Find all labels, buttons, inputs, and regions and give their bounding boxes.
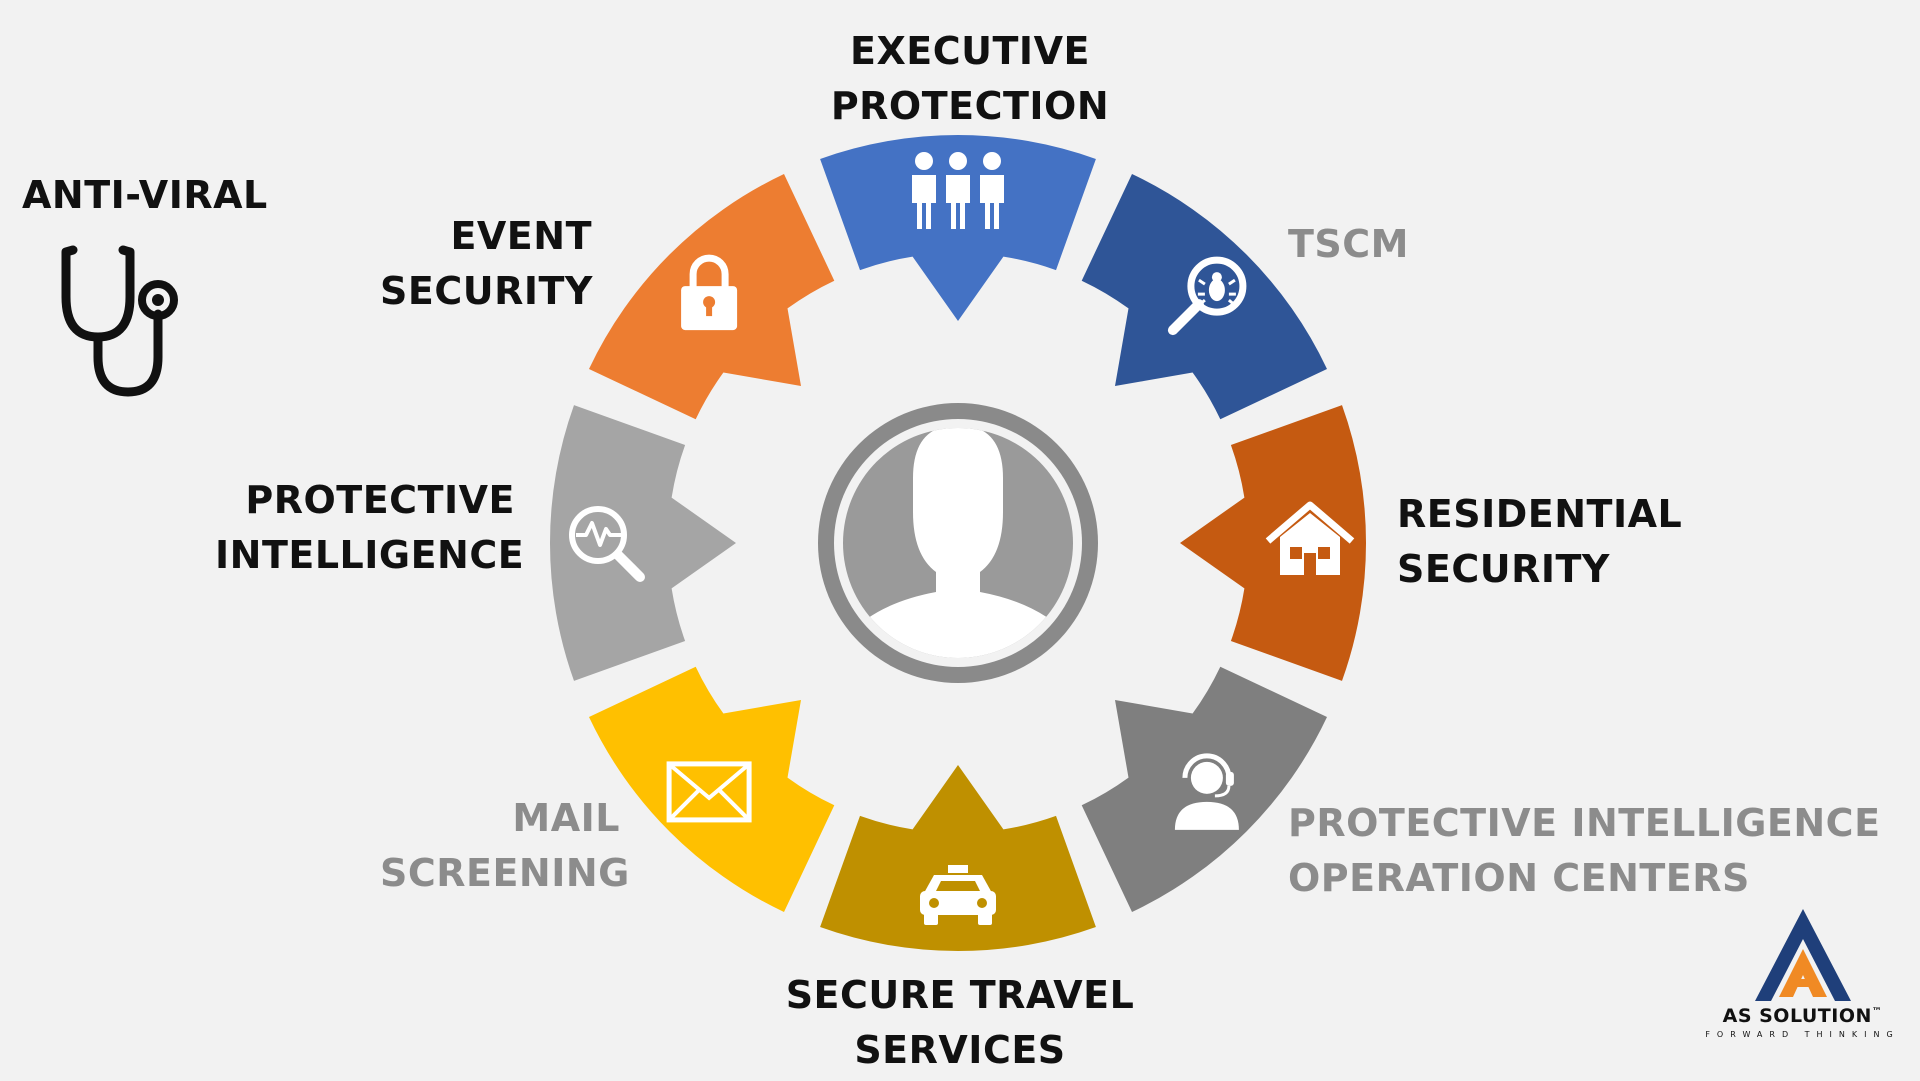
segment-shape — [1180, 405, 1367, 681]
label-line: SECURE TRAVEL — [785, 973, 1135, 1017]
label-event-security: EVENT SECURITY — [380, 209, 592, 319]
label-line: SECURITY — [380, 269, 593, 313]
label-line: RESIDENTIAL — [1397, 492, 1683, 536]
house-icon — [1265, 501, 1355, 575]
label-line: MAIL — [512, 796, 620, 840]
label-executive-protection: EXECUTIVE PROTECTION — [820, 24, 1120, 134]
segment-mail-screening — [589, 666, 835, 912]
segment-event-security — [589, 174, 835, 420]
segment-protective-intelligence — [549, 405, 736, 681]
label-mail-screening: MAIL SCREENING — [380, 791, 630, 901]
group-of-people-icon — [912, 152, 1004, 229]
label-line: PROTECTIVE INTELLIGENCE — [1288, 801, 1881, 845]
label-line: PROTECTIVE — [245, 478, 515, 522]
segment-executive-protection — [820, 134, 1096, 321]
segment-residential-security — [1180, 405, 1367, 681]
center-person — [818, 403, 1098, 683]
as-logo-mark-icon — [1754, 909, 1851, 1001]
segment-secure-travel-services — [820, 765, 1096, 952]
segment-shape — [820, 765, 1096, 952]
label-secure-travel-services: SECURE TRAVEL SERVICES — [780, 968, 1140, 1078]
label-line: SERVICES — [854, 1028, 1066, 1072]
padlock-icon — [681, 254, 738, 331]
logo-name: AS SOLUTION™ — [1695, 1005, 1910, 1027]
segment-tscm — [1081, 174, 1327, 420]
envelope-icon — [666, 761, 752, 823]
logo-name-text: AS SOLUTION — [1722, 1005, 1872, 1027]
segment-shape — [589, 666, 835, 912]
segment-shape — [549, 405, 736, 681]
label-anti-viral: ANTI-VIRAL — [22, 168, 268, 223]
person-silhouette-icon — [843, 428, 1073, 658]
logo-trademark: ™ — [1871, 1006, 1883, 1018]
label-line: PROTECTION — [830, 84, 1110, 128]
taxi-icon — [920, 865, 996, 925]
heartbeat-magnifier-icon — [569, 506, 645, 582]
label-protective-intelligence-operation-centers: PROTECTIVE INTELLIGENCE OPERATION CENTER… — [1288, 796, 1881, 906]
bug-magnifier-icon — [1167, 256, 1247, 336]
label-line: EVENT — [450, 214, 592, 258]
stethoscope-icon — [61, 245, 178, 397]
headset-operator-icon — [1174, 753, 1239, 830]
label-line: OPERATION CENTERS — [1288, 856, 1750, 900]
label-protective-intelligence: PROTECTIVE INTELLIGENCE — [215, 473, 525, 583]
as-solution-logo: AS SOLUTION™ FORWARD THINKING — [1695, 905, 1910, 1039]
label-line: INTELLIGENCE — [215, 533, 525, 577]
label-tscm: TSCM — [1288, 217, 1409, 272]
label-residential-security: RESIDENTIAL SECURITY — [1397, 487, 1682, 597]
label-line: SCREENING — [380, 851, 630, 895]
label-line: ANTI-VIRAL — [22, 173, 268, 217]
label-line: EXECUTIVE — [850, 29, 1090, 73]
label-line: SECURITY — [1397, 547, 1610, 591]
segment-shape — [1081, 174, 1327, 420]
logo-tagline: FORWARD THINKING — [1705, 1030, 1900, 1039]
segment-protective-intelligence-operation-centers — [1081, 666, 1327, 912]
label-line: TSCM — [1288, 222, 1409, 266]
segment-shape — [820, 134, 1096, 321]
